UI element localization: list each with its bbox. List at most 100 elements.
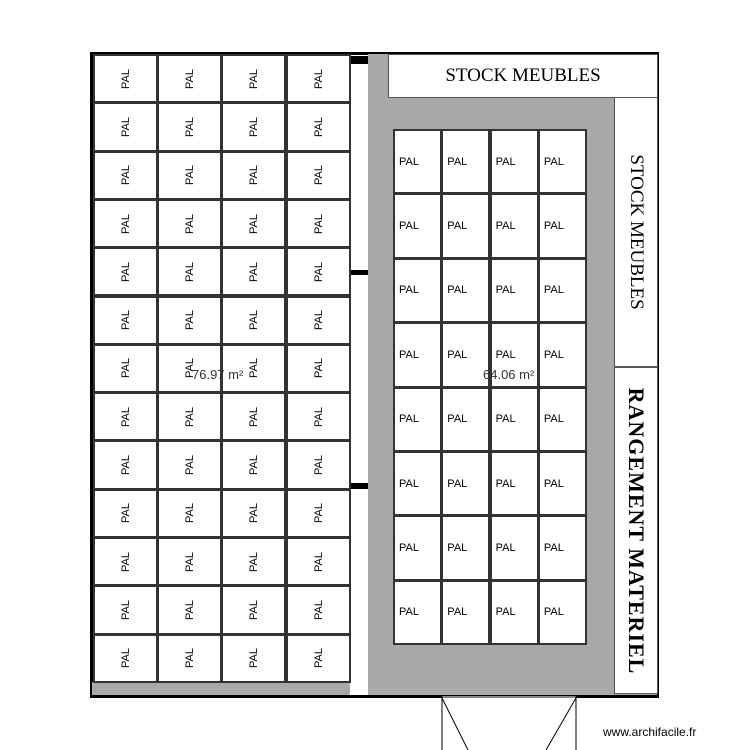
pallet-cell: PAL: [93, 440, 158, 490]
pallet-cell: PAL: [537, 579, 587, 646]
wall-marker: [350, 56, 368, 64]
pallet-cell: PAL: [93, 102, 158, 152]
pallet-cell: PAL: [537, 451, 587, 517]
pallet-label: PAL: [247, 165, 260, 186]
pallet-cell: PAL: [489, 451, 539, 517]
pallet-cell: PAL: [537, 322, 587, 388]
pallet-label: PAL: [119, 310, 132, 331]
pallet-cell: PAL: [286, 633, 351, 683]
pallet-cell: PAL: [157, 150, 222, 200]
rangement-materiel-label: RANGEMENT MATERIEL: [624, 387, 649, 674]
pallet-cell: PAL: [157, 247, 222, 297]
pallet-label: PAL: [447, 284, 468, 297]
pallet-label: PAL: [119, 261, 132, 282]
pallet-label: PAL: [447, 155, 468, 168]
pallet-label: PAL: [399, 155, 419, 168]
pallet-cell: PAL: [537, 386, 587, 452]
left-floor-strip: [92, 682, 350, 695]
pallet-cell: PAL: [286, 537, 351, 587]
stock-meubles-top-room: STOCK MEUBLES: [388, 54, 658, 98]
pallet-label: PAL: [183, 261, 196, 282]
pallet-label: PAL: [495, 413, 516, 426]
pallet-label: PAL: [119, 599, 132, 620]
pallet-cell: PAL: [93, 54, 158, 104]
pallet-label: PAL: [312, 261, 325, 282]
pallet-cell: PAL: [537, 257, 587, 324]
stock-meubles-side-label: STOCK MEUBLES: [626, 154, 647, 310]
pallet-label: PAL: [183, 551, 196, 572]
pallet-label: PAL: [119, 551, 132, 572]
pallet-label: PAL: [495, 542, 516, 555]
pallet-cell: PAL: [221, 343, 286, 394]
pallet-label: PAL: [183, 406, 196, 427]
pallet-label: PAL: [247, 310, 260, 331]
pallet-cell: PAL: [93, 198, 158, 249]
pallet-cell: PAL: [286, 198, 351, 249]
pallet-label: PAL: [543, 348, 564, 361]
pallet-cell: PAL: [393, 451, 442, 517]
pallet-cell: PAL: [286, 150, 351, 200]
pallet-cell: PAL: [286, 54, 351, 104]
pallet-cell: PAL: [286, 440, 351, 490]
door: [441, 696, 577, 750]
pallet-cell: PAL: [489, 257, 539, 324]
pallet-label: PAL: [543, 284, 564, 297]
pallet-cell: PAL: [157, 537, 222, 587]
pallet-cell: PAL: [489, 193, 539, 259]
pallet-cell: PAL: [286, 247, 351, 297]
pallet-label: PAL: [312, 358, 325, 379]
pallet-cell: PAL: [393, 386, 442, 452]
pallet-label: PAL: [119, 68, 132, 89]
pallet-cell: PAL: [93, 343, 158, 394]
pallet-cell: PAL: [393, 257, 442, 324]
pallet-cell: PAL: [489, 386, 539, 452]
pallet-label: PAL: [247, 551, 260, 572]
pallet-label: PAL: [447, 606, 468, 619]
pallet-cell: PAL: [286, 343, 351, 394]
pallet-label: PAL: [495, 284, 516, 297]
pallet-label: PAL: [543, 155, 564, 168]
pallet-cell: PAL: [489, 129, 539, 195]
pallet-cell: PAL: [93, 150, 158, 200]
pallet-label: PAL: [312, 116, 325, 137]
pallet-label: PAL: [183, 116, 196, 137]
pallet-cell: PAL: [221, 392, 286, 442]
pallet-cell: PAL: [221, 585, 286, 635]
pallet-cell: PAL: [489, 579, 539, 646]
pallet-label: PAL: [495, 348, 516, 361]
pallet-cell: PAL: [537, 193, 587, 259]
pallet-cell: PAL: [157, 198, 222, 249]
pallet-label: PAL: [312, 68, 325, 89]
pallet-label: PAL: [247, 648, 260, 669]
pallet-cell: PAL: [537, 515, 587, 581]
pallet-cell: PAL: [221, 633, 286, 683]
pallet-cell: PAL: [441, 193, 491, 259]
pallet-cell: PAL: [537, 129, 587, 195]
pallet-label: PAL: [495, 155, 516, 168]
pallet-label: PAL: [247, 213, 260, 234]
pallet-cell: PAL: [221, 488, 286, 538]
pallet-cell: PAL: [157, 54, 222, 104]
pallet-cell: PAL: [286, 488, 351, 538]
pallet-cell: PAL: [441, 322, 491, 388]
pallet-cell: PAL: [489, 515, 539, 581]
pallet-label: PAL: [183, 310, 196, 331]
pallet-cell: PAL: [286, 102, 351, 152]
pallet-cell: PAL: [441, 129, 491, 195]
pallet-cell: PAL: [441, 515, 491, 581]
pallet-label: PAL: [119, 358, 132, 379]
pallet-label: PAL: [399, 477, 419, 490]
pallet-label: PAL: [543, 477, 564, 490]
pallet-label: PAL: [312, 406, 325, 427]
pallet-label: PAL: [399, 284, 419, 297]
pallet-cell: PAL: [393, 515, 442, 581]
rangement-materiel-room: RANGEMENT MATERIEL: [614, 367, 658, 694]
pallet-cell: PAL: [157, 295, 222, 345]
pallet-cell: PAL: [441, 451, 491, 517]
pallet-label: PAL: [543, 220, 564, 233]
pallet-label: PAL: [447, 348, 468, 361]
pallet-cell: PAL: [157, 392, 222, 442]
stock-meubles-side-room: STOCK MEUBLES: [614, 97, 658, 367]
pallet-label: PAL: [183, 503, 196, 524]
pallet-cell: PAL: [157, 102, 222, 152]
